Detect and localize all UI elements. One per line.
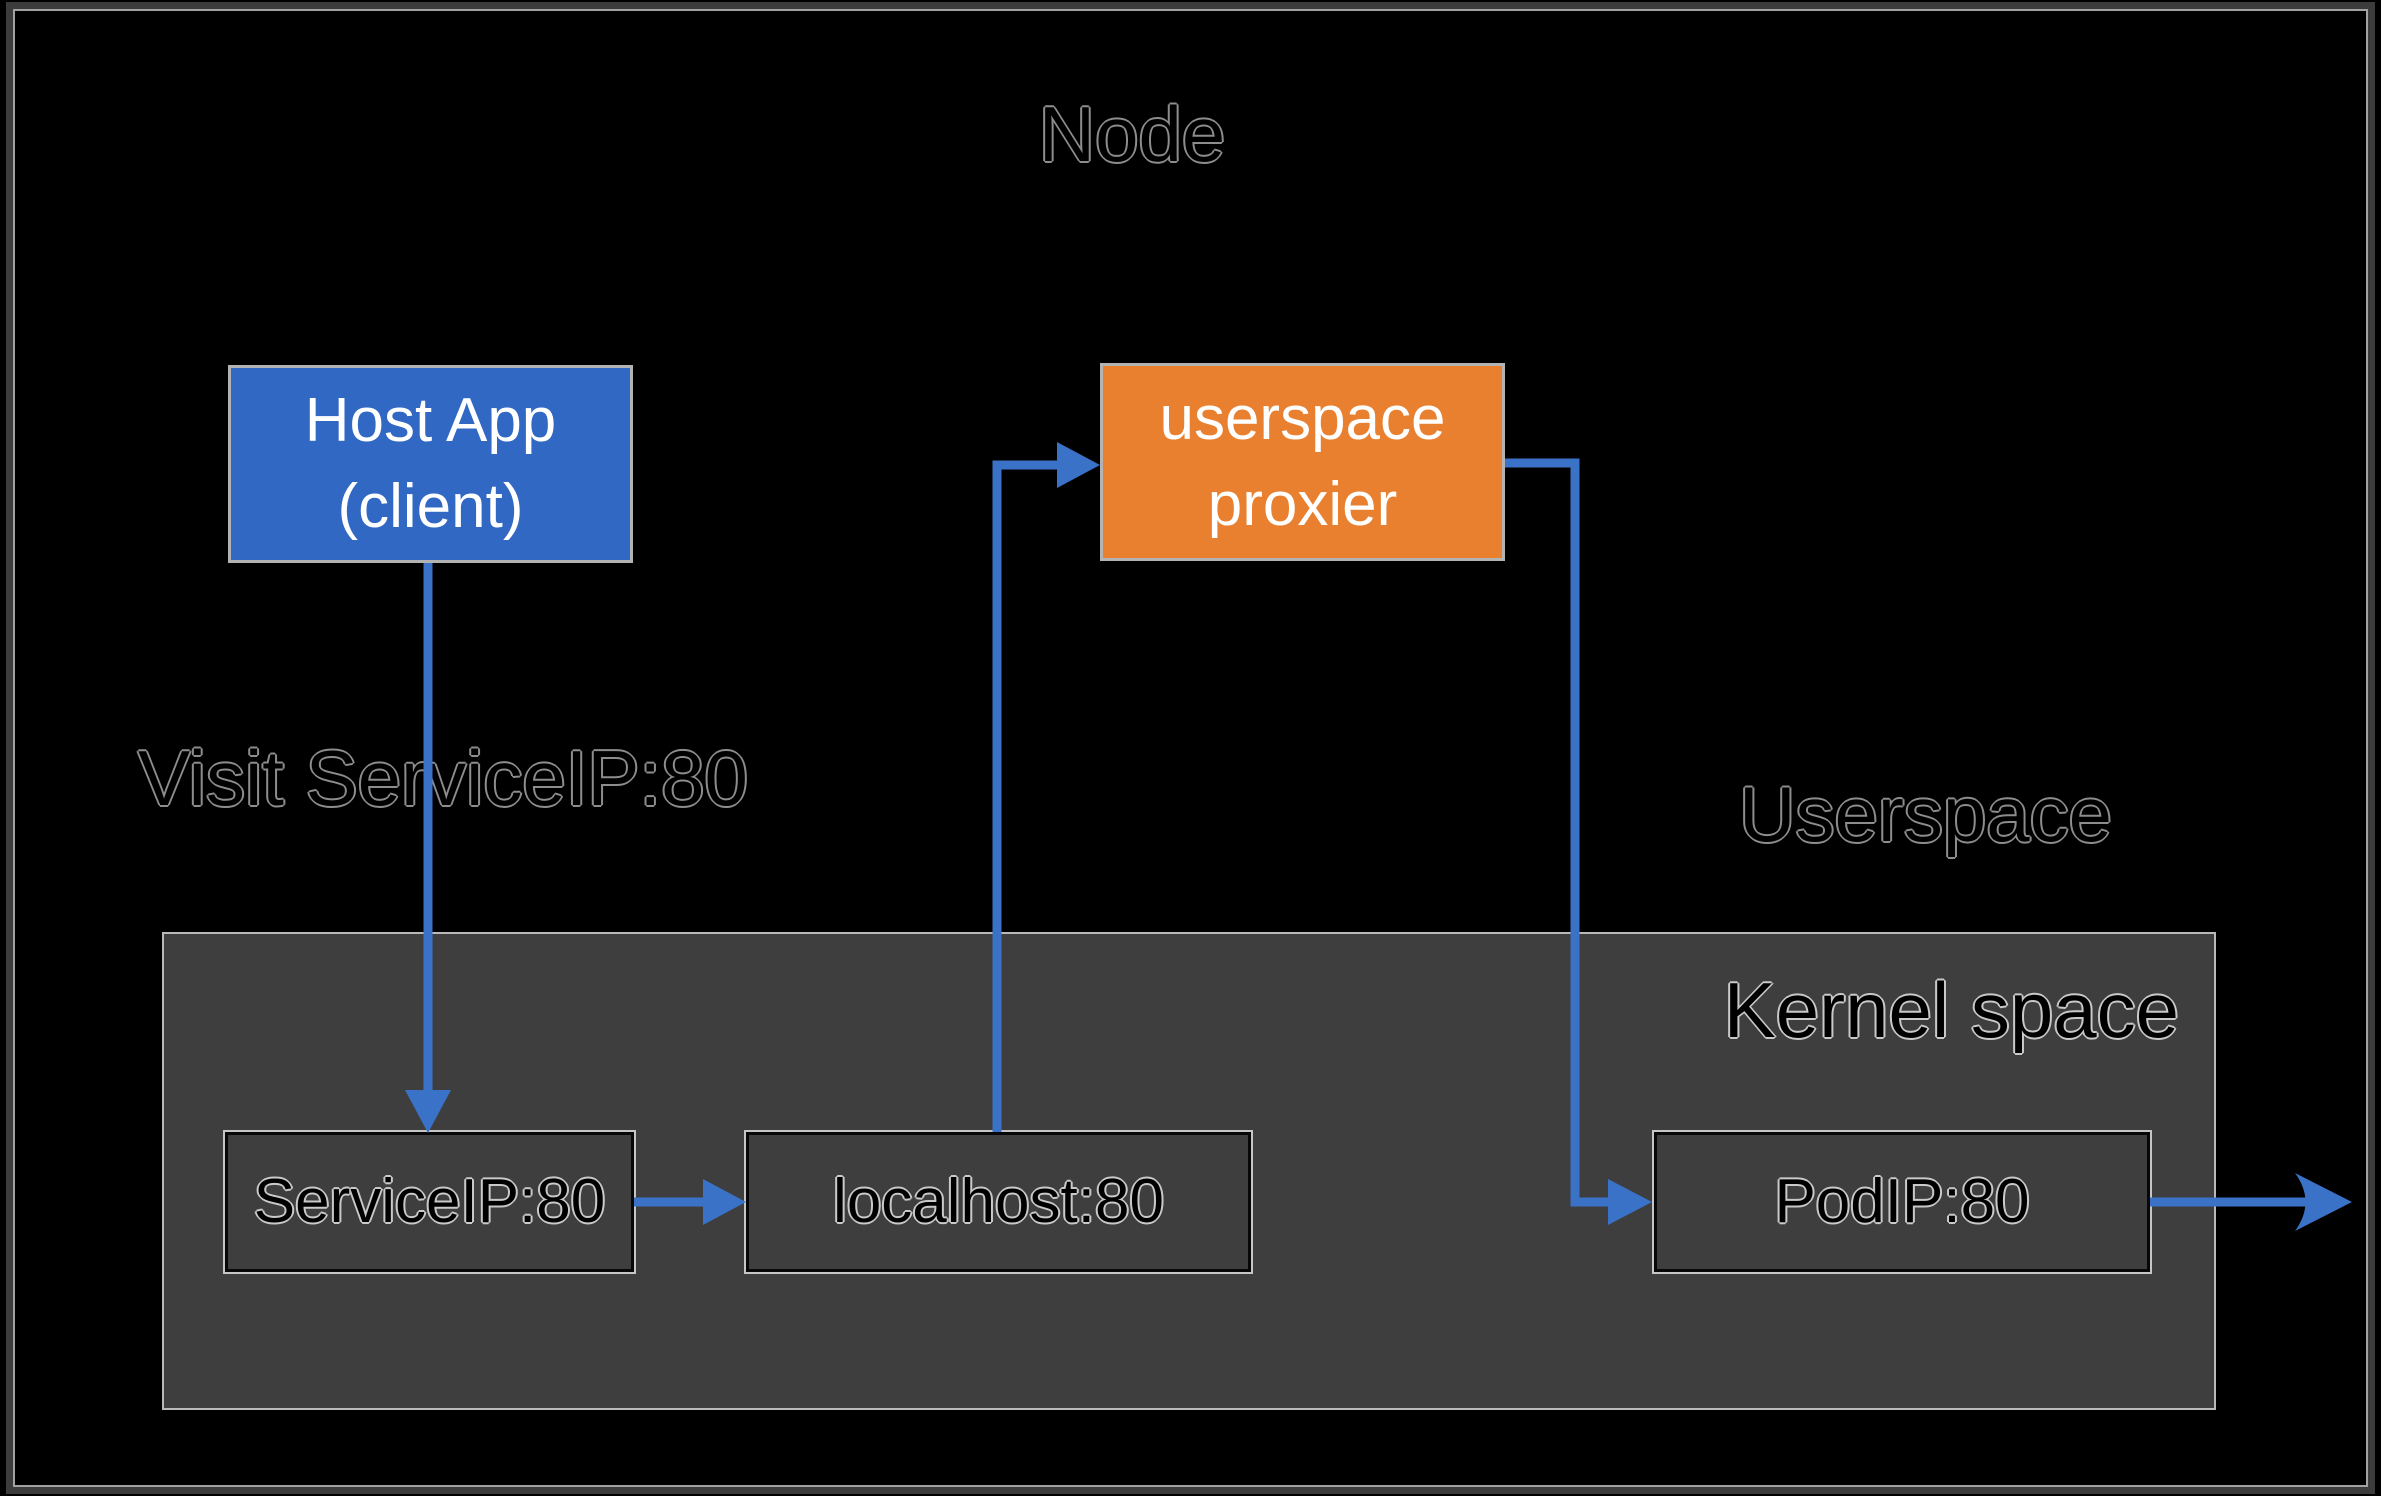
userspace-proxier-box: userspace proxier (1100, 363, 1505, 561)
userspace-label: Userspace (1739, 770, 2112, 858)
host-app-label-line2: (client) (337, 472, 524, 541)
kernel-space-region (162, 932, 2216, 1410)
host-app-label-line1: Host App (304, 386, 557, 456)
node-frame (6, 2, 2375, 1494)
visit-serviceip-label: Visit ServiceIP:80 (138, 734, 748, 822)
proxier-label-line1: userspace (1159, 384, 1446, 454)
proxier-label-line2: proxier (1207, 470, 1398, 539)
podip-box: PodIP:80 (1654, 1132, 2150, 1272)
serviceip-label: ServiceIP:80 (253, 1166, 606, 1236)
kernel-space-label: Kernel space (1723, 966, 2179, 1054)
node-title: Node (1038, 90, 1226, 178)
localhost-box: localhost:80 (746, 1132, 1251, 1272)
serviceip-box: ServiceIP:80 (225, 1132, 634, 1272)
localhost-label: localhost:80 (833, 1166, 1164, 1236)
host-app-box: Host App (client) (228, 365, 633, 563)
podip-label: PodIP:80 (1774, 1166, 2030, 1236)
